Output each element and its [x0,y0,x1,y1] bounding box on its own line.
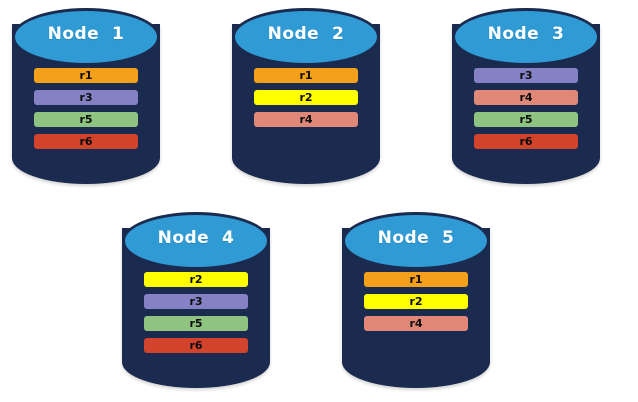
replica-bar[interactable]: r4 [254,112,358,127]
replica-bar[interactable]: r1 [254,68,358,83]
replica-bar[interactable]: r1 [364,272,468,287]
replica-bar[interactable]: r2 [254,90,358,105]
replica-list: r3 r4 r5 r6 [474,68,578,149]
node-top-disc [12,8,160,66]
replica-bar[interactable]: r6 [34,134,138,149]
node-label: Node 2 [267,24,345,44]
replica-bar[interactable]: r2 [144,272,248,287]
replica-list: r1 r3 r5 r6 [34,68,138,149]
replica-bar[interactable]: r3 [474,68,578,83]
replica-bar[interactable]: r2 [364,294,468,309]
node-label: Node 4 [157,228,235,248]
replica-bar[interactable]: r5 [34,112,138,127]
replica-bar[interactable]: r5 [474,112,578,127]
node-cylinder-4[interactable]: Node 4 r2 r3 r5 r6 [122,212,270,392]
replica-bar[interactable]: r4 [474,90,578,105]
replica-bar[interactable]: r1 [34,68,138,83]
node-cylinder-3[interactable]: Node 3 r3 r4 r5 r6 [452,8,600,188]
node-top-disc [452,8,600,66]
replica-bar[interactable]: r4 [364,316,468,331]
node-label: Node 1 [47,24,125,44]
replica-bar[interactable]: r6 [474,134,578,149]
node-cylinder-2[interactable]: Node 2 r1 r2 r4 [232,8,380,188]
replica-list: r2 r3 r5 r6 [144,272,248,353]
node-top-disc [232,8,380,66]
replica-bar[interactable]: r3 [144,294,248,309]
node-cylinder-1[interactable]: Node 1 r1 r3 r5 r6 [12,8,160,188]
replica-list: r1 r2 r4 [254,68,358,127]
replica-bar[interactable]: r6 [144,338,248,353]
replica-bar[interactable]: r3 [34,90,138,105]
replica-bar[interactable]: r5 [144,316,248,331]
node-cylinder-5[interactable]: Node 5 r1 r2 r4 [342,212,490,392]
node-label: Node 3 [487,24,565,44]
node-top-disc [342,212,490,270]
node-label: Node 5 [377,228,455,248]
replica-list: r1 r2 r4 [364,272,468,331]
node-top-disc [122,212,270,270]
